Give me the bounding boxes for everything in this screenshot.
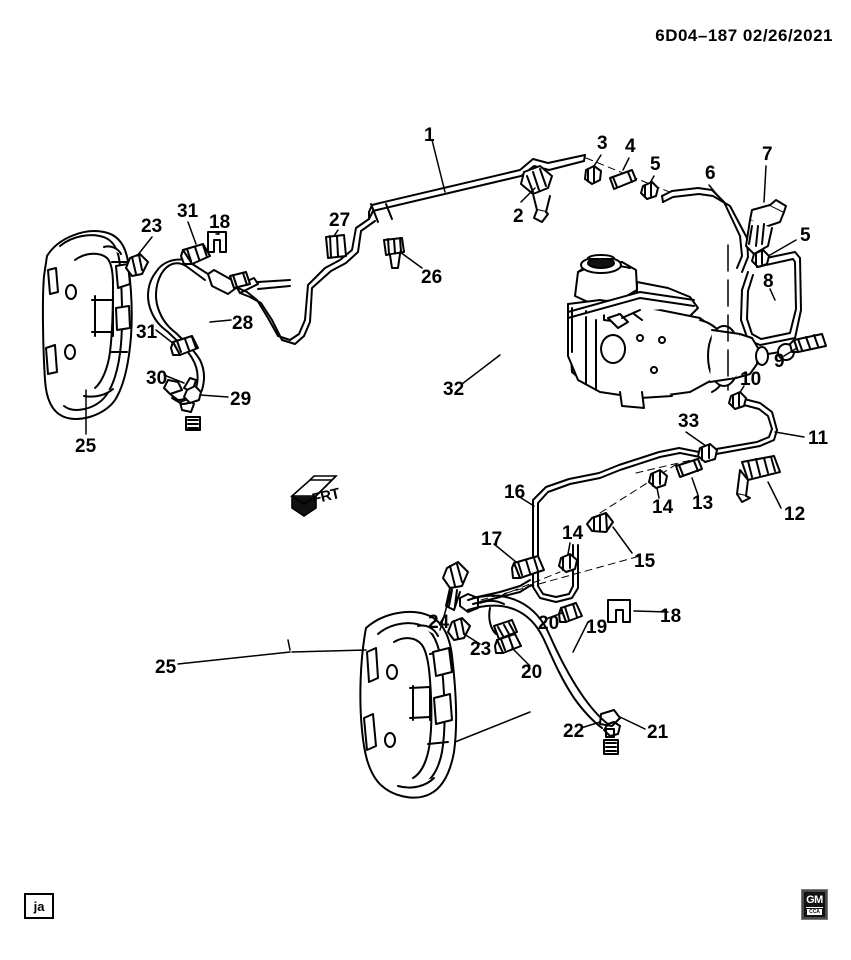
- banjo-bolt-29: [183, 385, 202, 404]
- hose-clip-31b: [170, 335, 199, 356]
- hose-clip-31a: [180, 243, 211, 265]
- pipe-nut-14a: [648, 469, 668, 489]
- brake-pipe-segment-6: [661, 187, 749, 273]
- drawing-header: 6D04–187 02/26/2021: [655, 26, 833, 45]
- pipe-retainer-clip-26: [383, 237, 405, 269]
- callout-23b: 23: [470, 639, 492, 660]
- callout-19: 19: [586, 617, 608, 638]
- assembly-axis-mid: [599, 457, 701, 514]
- gm-logo: GM CCA: [801, 889, 828, 920]
- pipe-bracket-clamp-12: [736, 455, 781, 503]
- pipe-clip-9: [789, 333, 827, 353]
- callout-24: 24: [428, 612, 450, 633]
- callout-32: 32: [443, 379, 465, 400]
- pipe-nut-33: [697, 443, 718, 463]
- brake-hose-flexible-19: [459, 593, 621, 737]
- brake-pipe-16-bend: [532, 544, 579, 603]
- gm-logo-divider: [806, 906, 823, 908]
- brake-caliper-front: [41, 230, 133, 420]
- callout-3: 3: [597, 133, 608, 154]
- brake-pipe-11-extension: [532, 447, 681, 561]
- hose-clip-20b: [494, 633, 522, 654]
- pipe-nut-10: [728, 391, 747, 410]
- pipe-to-left-hose: [257, 279, 291, 290]
- callout-15: 15: [634, 551, 656, 572]
- callout-28: 28: [232, 313, 254, 334]
- callout-7: 7: [762, 144, 773, 165]
- brake-pipe-descending: [237, 218, 376, 345]
- callout-26: 26: [421, 267, 443, 288]
- callout-11: 11: [808, 428, 829, 449]
- callout-18a: 18: [209, 212, 231, 233]
- pressure-sensor-connector: [520, 165, 553, 223]
- callout-1: 1: [424, 125, 435, 146]
- pipe-clip-retainer-17: [511, 555, 545, 579]
- callout-12: 12: [784, 504, 806, 525]
- hose-loop-20: [488, 607, 497, 635]
- callout-17: 17: [481, 529, 503, 550]
- pipe-nut-5a: [640, 181, 659, 200]
- callout-23a: 23: [141, 216, 163, 237]
- banjo-end-bottom: [599, 709, 621, 755]
- brake-pipe-loop-8: [740, 251, 802, 346]
- callout-13: 13: [692, 493, 714, 514]
- gm-logo-sublabel: CCA: [807, 908, 822, 915]
- pipe-clip-27: [325, 234, 347, 259]
- pipe-union-4a: [609, 169, 637, 190]
- hose-bracket-23a: [125, 253, 149, 277]
- callout-10: 10: [740, 369, 762, 390]
- callout-5b: 5: [800, 225, 811, 246]
- pipe-union-4b: [229, 271, 251, 289]
- callout-5a: 5: [650, 154, 661, 175]
- hose-retainer-clip-18b: [607, 599, 631, 623]
- callout-25b: 25: [155, 657, 177, 678]
- pipe-retainer-bracket-7: [745, 199, 787, 255]
- callout-20b: 20: [521, 662, 543, 683]
- hose-mount-bracket-24: [442, 561, 469, 611]
- callout-2: 2: [513, 206, 524, 227]
- callout-29: 29: [230, 389, 252, 410]
- hose-bracket-23b: [447, 617, 471, 641]
- pipe-stub-17: [472, 579, 532, 605]
- pipe-tick-mark: [370, 203, 393, 223]
- callout-14a: 14: [652, 497, 674, 518]
- callout-21: 21: [647, 722, 669, 743]
- callout-27: 27: [329, 210, 351, 231]
- assembly-axis-lower: [480, 555, 641, 601]
- callout-6: 6: [705, 163, 716, 184]
- callout-30: 30: [146, 368, 168, 389]
- callout-4a: 4: [625, 136, 636, 157]
- master-cylinder-brake-booster: [567, 254, 795, 409]
- pipe-fitting-15: [586, 512, 614, 533]
- callout-31b: 31: [136, 322, 158, 343]
- brake-caliper-rear: [359, 611, 458, 799]
- brake-pipe-main-front: [368, 154, 586, 220]
- callout-8: 8: [763, 271, 774, 292]
- gm-logo-brand: GM: [806, 893, 823, 906]
- hose-retainer-clip-18a: [207, 231, 227, 253]
- callout-14b: 14: [562, 523, 584, 544]
- callout-20a: 20: [538, 613, 560, 634]
- callout-31a: 31: [177, 201, 199, 222]
- callout-22: 22: [563, 721, 585, 742]
- callout-9: 9: [774, 351, 785, 372]
- pipe-union-13: [675, 458, 703, 478]
- front-direction-arrow: FRT: [288, 474, 350, 518]
- callout-16: 16: [504, 482, 526, 503]
- revision-code-box: ja: [24, 893, 54, 919]
- callout-33: 33: [678, 411, 700, 432]
- leader-lines: [85, 139, 805, 730]
- callout-18b: 18: [660, 606, 682, 627]
- caliper-leader-lower: [291, 649, 531, 743]
- callout-25a: 25: [75, 436, 97, 457]
- pipe-nut-3: [584, 165, 602, 185]
- pipe-nut-14b: [558, 553, 578, 573]
- pipe-nut-5b: [751, 249, 770, 268]
- hose-clip-20a: [558, 602, 583, 623]
